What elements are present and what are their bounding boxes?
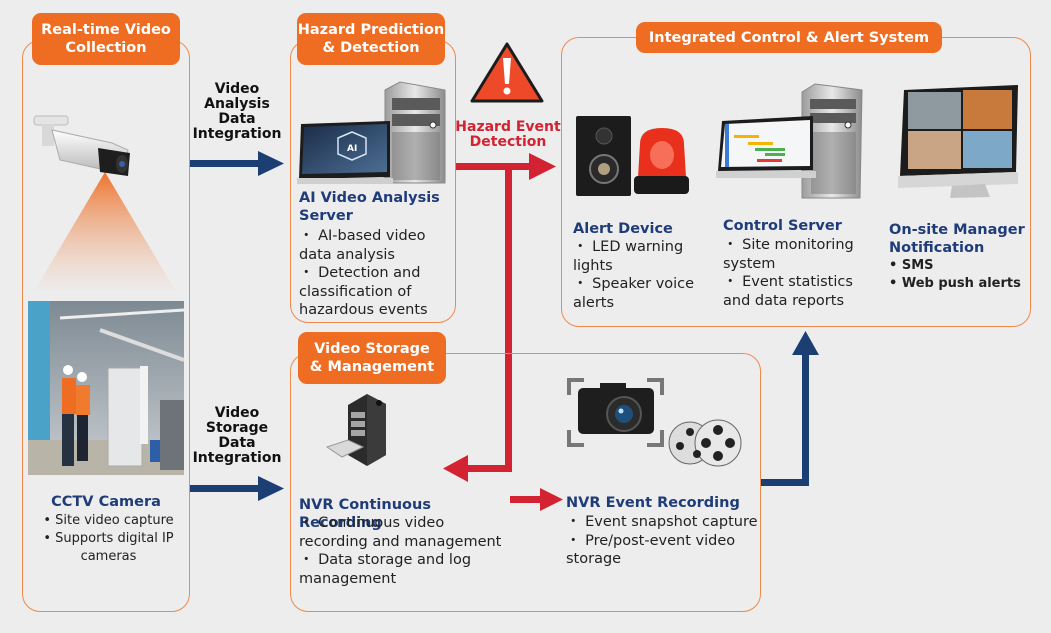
device-name-nvr-event: NVR Event Recording: [566, 495, 740, 511]
bullet: ・ LED warning lights: [573, 239, 684, 274]
panel-video-storage: [290, 353, 761, 612]
device-name-nvr-continuous: NVR Continuous Recording: [299, 497, 431, 531]
bullet: ・ Pre/post-event video storage: [566, 532, 736, 568]
flow-label-storage-integration: Video Storage Data Integration: [192, 405, 282, 466]
device-bullets-manager-notification: • SMS • Web push alerts: [889, 257, 1029, 293]
flow-label-hazard-event: Hazard Event Detection: [455, 119, 561, 150]
industrial-site-workers-photo: [28, 301, 185, 475]
speaker-beacon-icon: [576, 116, 689, 196]
control-server-icon: [716, 83, 863, 199]
arrow-hazard-to-nvr: [443, 166, 512, 482]
device-bullets-control-server: ・ Site monitoring system ・ Event statist…: [723, 236, 881, 310]
device-name-alert-device: Alert Device: [573, 221, 673, 237]
panel-title-video-collection: Real-time Video Collection: [32, 13, 180, 65]
bullet: • Web push alerts: [889, 276, 1021, 291]
bullet: ・ Data storage and log management: [299, 552, 472, 587]
flow-label-analysis-integration: Video Analysis Data Integration: [192, 81, 282, 142]
device-bullets-ai-server: ・ AI-based video data analysis ・ Detecti…: [299, 227, 449, 320]
nvr-rack-icon: [325, 394, 386, 466]
device-name-control-server: Control Server: [723, 218, 842, 234]
bullet: ・ Speaker voice alerts: [573, 276, 695, 311]
bullet: ・ AI-based video data analysis: [299, 228, 426, 263]
bullet: • SMS: [889, 258, 934, 273]
bullet: ・ Site monitoring system: [723, 237, 854, 272]
warning-triangle-icon: [470, 42, 544, 103]
bullet: • Site video capture: [43, 513, 174, 528]
device-bullets-nvr-continuous: ・ Continuous video recording and managem…: [299, 514, 509, 588]
panel-title-hazard-prediction: Hazard Prediction & Detection: [297, 13, 445, 65]
bullet: cameras: [80, 549, 137, 564]
monitor-dashboard-icon: [898, 85, 1018, 198]
panel-title-integrated-control: Integrated Control & Alert System: [636, 22, 942, 53]
device-bullets-alert-device: ・ LED warning lights ・ Speaker voice ale…: [573, 238, 708, 312]
device-name-ai-server: AI Video Analysis Server: [299, 190, 440, 224]
panel-title-video-storage: Video Storage & Management: [298, 332, 446, 384]
cctv-camera-icon: [33, 115, 175, 290]
arrow-storage-integration: [190, 476, 284, 501]
device-bullets-nvr-event: ・ Event snapshot capture ・ Pre/post-even…: [566, 513, 761, 569]
arrow-hazard-to-control: [456, 153, 556, 180]
bullet: ・ Continuous video recording and managem…: [299, 515, 502, 550]
arrow-storage-to-control: [761, 331, 819, 486]
device-name-manager-notification: On-site Manager Notification: [889, 222, 1025, 256]
device-name-cctv-camera: CCTV Camera: [51, 494, 161, 510]
bullet: ・ Event snapshot capture: [566, 514, 758, 530]
arrow-analysis-integration: [190, 151, 284, 176]
arrow-nvr-to-event: [510, 488, 563, 511]
camera-film-reel-icon: [567, 378, 742, 467]
ai-server-icon: AI: [297, 81, 446, 184]
bullet: • Supports digital IP: [43, 531, 174, 546]
device-bullets-cctv-camera: • Site video capture • Supports digital …: [36, 512, 181, 566]
bullet: ・ Detection and classification of hazard…: [299, 265, 428, 318]
svg-text:AI: AI: [347, 144, 357, 154]
bullet: ・ Event statistics and data reports: [723, 274, 853, 309]
